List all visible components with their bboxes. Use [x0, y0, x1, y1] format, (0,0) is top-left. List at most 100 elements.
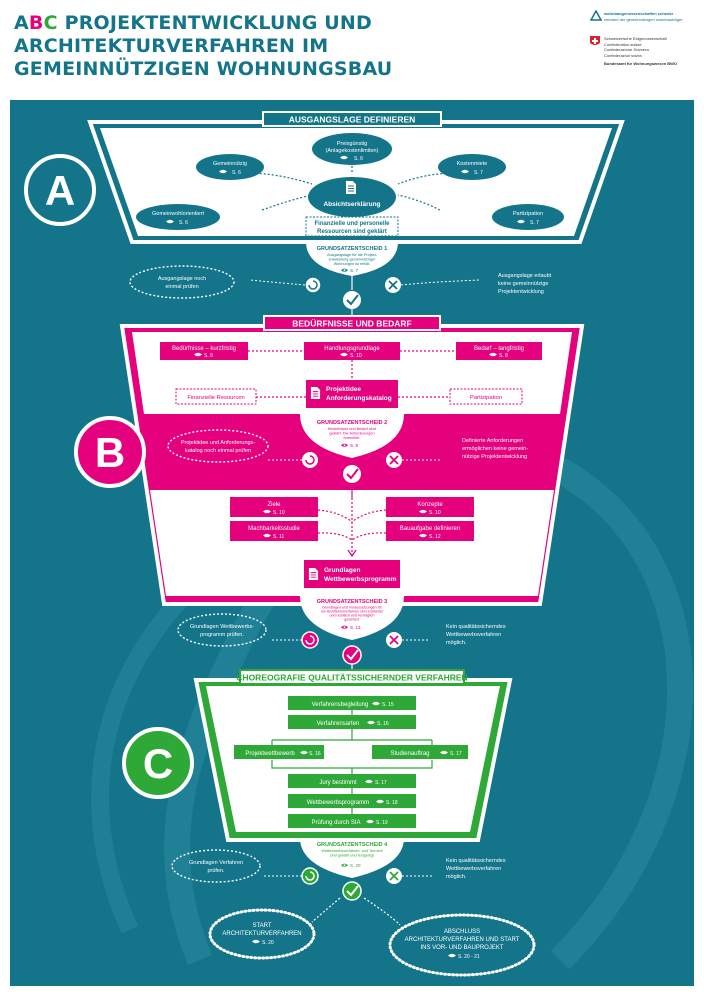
- node-sia-label: Prüfung durch SIA: [311, 820, 360, 826]
- section-a-header: AUSGANGSLAGE DEFINIEREN: [289, 115, 416, 125]
- section-b-badge: [74, 416, 146, 488]
- eye-icon: [252, 939, 260, 944]
- title-letter-a: A: [14, 12, 29, 34]
- node-absicht-label: Absichtserklärung: [323, 201, 380, 208]
- gs4-shield: [300, 838, 404, 878]
- node-sia-page: S. 19: [376, 820, 388, 826]
- node-handlung-label: Handlungsgrundlage: [324, 346, 380, 352]
- background-swoosh: [91, 593, 187, 934]
- wbs-logo-icon: [590, 10, 602, 21]
- node-gemeinwohl-page: S. 6: [179, 220, 188, 226]
- gs3-left-1: Grundlagen Wettbewerbs-: [190, 624, 254, 630]
- node-machbarkeit-page: S. 11: [273, 534, 285, 540]
- node-partizipation-b: [449, 388, 523, 405]
- node-gemeinnuetzig: [196, 154, 264, 180]
- node-preisguenstig: [312, 133, 392, 165]
- node-jury-label: Jury bestimmt: [319, 780, 357, 786]
- node-gemeinnuetzig-label: Gemeinnützig: [213, 161, 247, 167]
- gs4-title: GRUNDSATZENTSCHEID 4: [317, 842, 388, 848]
- node-jury-page: S. 17: [375, 780, 387, 786]
- section-a-connectors: [227, 162, 475, 211]
- document-icon: [310, 386, 321, 400]
- section-c-badge: [122, 727, 194, 799]
- gs2-left-2: katalog noch einmal prüfen: [185, 448, 251, 454]
- node-ziele: [230, 497, 318, 517]
- end-line-3: INS VOR- UND BAUPROJEKT: [420, 945, 503, 951]
- node-studienauftrag-page: S. 17: [450, 751, 462, 757]
- gs2-right-3: nützige Projektentwicklung: [462, 454, 527, 460]
- section-b-header: BEDÜRFNISSE UND BEDARF: [292, 319, 411, 329]
- node-jury: [288, 774, 416, 788]
- gs2-text-3: formuliert.: [344, 436, 361, 440]
- gs3-right-2: Wettbewerbsverfahren: [446, 632, 501, 638]
- gs2-text-1: Bedürfnisse und Bedarf sind: [328, 427, 376, 431]
- node-bauaufgabe-page: S. 12: [429, 534, 441, 540]
- gs1-page: S. 7: [350, 268, 359, 273]
- node-langfristig: [456, 342, 542, 360]
- gs2-left-1: Projektidee und Anforderungs-: [181, 440, 255, 446]
- node-projektwettbewerb-label: Projektwettbewerb: [245, 751, 295, 757]
- gs2-right-1: Definierte Anforderungen: [462, 438, 523, 444]
- gs1-check-icon: [343, 291, 361, 309]
- node-begleitung-label: Verfahrensbegleitung: [312, 702, 369, 708]
- gs1-loop-back-icon: [304, 276, 322, 294]
- node-partizipation-b-label: Partizipation: [470, 395, 502, 401]
- gs3-left-2: programm prüfen.: [200, 632, 244, 638]
- gs1-shield: [306, 242, 398, 276]
- eye-icon: [448, 953, 456, 958]
- title-letter-b: B: [28, 12, 44, 34]
- node-sia: [288, 814, 416, 828]
- node-finanzielle: [305, 216, 399, 237]
- section-a-header-box: [262, 111, 442, 127]
- node-finanzielle-resourcen: [175, 388, 257, 405]
- gs4-right-3: möglich.: [446, 874, 467, 880]
- gs1-right-3: Projektentwicklung: [498, 289, 544, 295]
- node-langfristig-label: Bedarf – langfristig: [474, 346, 524, 352]
- node-projektwettbewerb-page: S. 16: [309, 751, 321, 757]
- gs4-text-2: sind geklärt und festgelegt: [330, 854, 375, 858]
- gs4-left-1: Grundlagen Verfahren: [189, 860, 243, 866]
- start-node: [208, 908, 316, 960]
- node-preisguenstig-page: S. 6: [354, 156, 363, 162]
- node-partizipation-page: S. 7: [530, 220, 539, 226]
- swiss-cross-icon: [590, 36, 600, 45]
- logo-conf-2: Confédération suisse: [604, 41, 642, 47]
- gs1-left-2: einmal prüfen: [165, 284, 198, 290]
- gs3-check-icon: [342, 645, 362, 665]
- gs3-right-3: möglich.: [446, 640, 467, 646]
- node-preisguenstig-1: Preisgünstig: [337, 141, 367, 147]
- gs3-text-1: Grundlagen und Voraussetzungen für: [322, 606, 383, 610]
- poster: AUSGANGSLAGE DEFINIEREN A Preisgünstig (…: [10, 100, 694, 986]
- logo-conf-3: Confederazione Svizzera: [604, 47, 649, 52]
- flow-diagram: AUSGANGSLAGE DEFINIEREN A Preisgünstig (…: [24, 111, 693, 977]
- gs4-left-loop: [171, 849, 261, 883]
- gs2-text-2: geklärt. Die Anforderungen: [329, 432, 374, 436]
- section-c-letter: C: [143, 740, 173, 787]
- node-konzepte-page: S. 10: [429, 510, 441, 516]
- node-bauaufgabe: [386, 521, 474, 541]
- section-c-header: CHOREOGRAFIE QUALITÄTSSICHERNDER VERFAHR…: [236, 673, 467, 683]
- gs2-check-icon: [343, 465, 361, 483]
- node-projektidee: [306, 380, 398, 408]
- start-page: S. 20: [262, 940, 274, 946]
- document-icon: [308, 567, 319, 581]
- gs1-left-1: Ausgangslage noch: [158, 276, 206, 282]
- node-partizipation-label: Partizipation: [513, 211, 543, 217]
- node-ziele-page: S. 10: [273, 510, 285, 516]
- node-handlung-page: S. 10: [350, 353, 362, 359]
- gs2-loop-back-icon: [302, 452, 318, 468]
- node-wettbewerbsprogramm-label: Wettbewerbsprogramm: [307, 800, 369, 806]
- gs1-left-loop: [129, 265, 235, 299]
- node-finanzielle-1: Finanzielle und personelle: [314, 221, 390, 227]
- gs1-text-3: Wohnungen ist erfüllt.: [334, 262, 371, 266]
- node-machbarkeit: [230, 521, 318, 541]
- node-bauaufgabe-label: Bauaufgabe definieren: [400, 526, 460, 532]
- start-line-1: START: [252, 923, 271, 929]
- gs4-left-2: prüfen.: [207, 868, 225, 874]
- section-a-letter: A: [45, 167, 75, 214]
- node-kostenmiete-page: S. 7: [474, 170, 483, 176]
- node-projektidee-1: Projektidee: [326, 386, 361, 393]
- title-line-2: ARCHITEKTURVERFAHREN IM: [14, 35, 329, 57]
- gs3-right-1: Kein qualitätssicherndes: [446, 624, 506, 630]
- gs4-check-icon: [342, 881, 362, 901]
